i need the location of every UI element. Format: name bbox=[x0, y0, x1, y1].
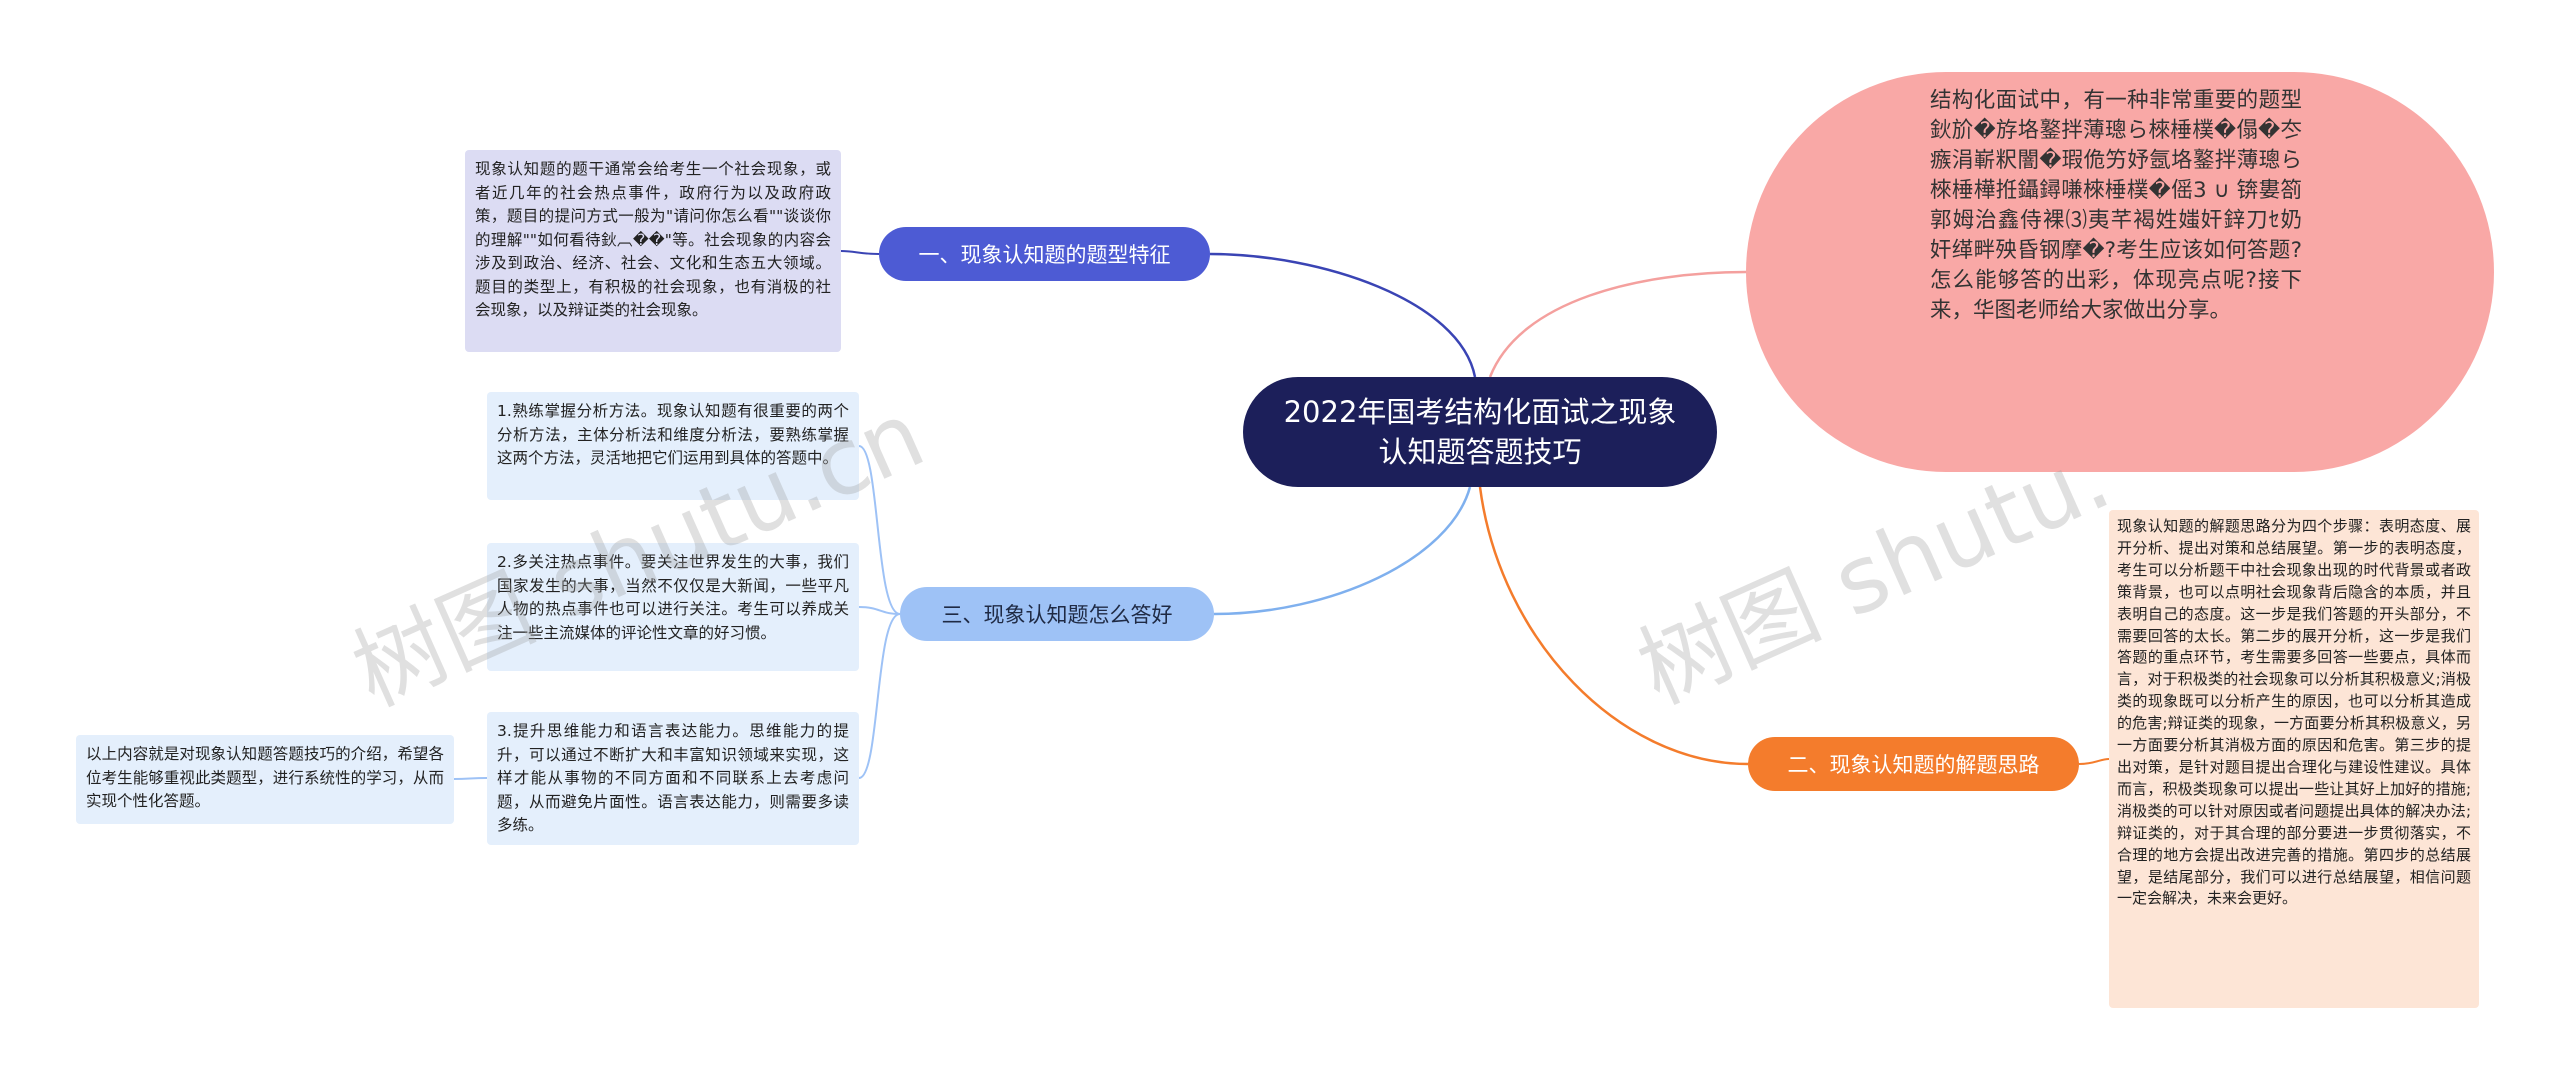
leaf-question-type-text: 现象认知题的题干通常会给考生一个社会现象，或者近几年的社会热点事件，政府行为以及… bbox=[475, 160, 831, 319]
connector-branch1-leaf bbox=[840, 250, 880, 255]
connector-branch3-leaf3 bbox=[858, 613, 901, 779]
leaf-solving-approach-detail[interactable]: 现象认知题的解题思路分为四个步骤：表明态度、展开分析、提出对策和总结展望。第一步… bbox=[2109, 510, 2479, 1008]
leaf-tip-2-text: 2.多关注热点事件。要关注世界发生的大事，我们国家发生的大事，当然不仅仅是大新闻… bbox=[497, 553, 849, 642]
branch-solving-approach[interactable]: 二、现象认知题的解题思路 bbox=[1748, 737, 2079, 791]
connector-branch2-leaf bbox=[2078, 758, 2110, 765]
center-topic-title: 2022年国考结构化面试之现象认知题答题技巧 bbox=[1283, 395, 1677, 469]
intro-bubble-text: 结构化面试中，有一种非常重要的题型鈥斺�斿垎鐜拌薄璁ら棶棰樸�傝�冭瘯涓嶄粎闇�… bbox=[1930, 88, 2302, 323]
center-topic[interactable]: 2022年国考结构化面试之现象认知题答题技巧 bbox=[1243, 377, 1717, 487]
connector-branch3-leaf1 bbox=[858, 445, 901, 615]
connector-center-bubble bbox=[1488, 270, 1747, 378]
branch-question-type[interactable]: 一、现象认知题的题型特征 bbox=[879, 227, 1210, 281]
intro-bubble[interactable]: 结构化面试中，有一种非常重要的题型鈥斺�斿垎鐜拌薄璁ら棶棰樸�傝�冭瘯涓嶄粎闇�… bbox=[1746, 72, 2494, 472]
leaf-solving-approach-text: 现象认知题的解题思路分为四个步骤：表明态度、展开分析、提出对策和总结展望。第一步… bbox=[2117, 517, 2471, 908]
leaf-tip-hot-events[interactable]: 2.多关注热点事件。要关注世界发生的大事，我们国家发生的大事，当然不仅仅是大新闻… bbox=[487, 543, 859, 671]
leaf-question-type-detail[interactable]: 现象认知题的题干通常会给考生一个社会现象，或者近几年的社会热点事件，政府行为以及… bbox=[465, 150, 841, 352]
branch-question-type-label: 一、现象认知题的题型特征 bbox=[918, 243, 1171, 267]
connector-center-branch2 bbox=[1478, 486, 1749, 766]
leaf-tip-analysis-methods[interactable]: 1.熟练掌握分析方法。现象认知题有很重要的两个分析方法，主体分析法和维度分析法，… bbox=[487, 392, 859, 500]
leaf-tip-1-text: 1.熟练掌握分析方法。现象认知题有很重要的两个分析方法，主体分析法和维度分析法，… bbox=[497, 402, 849, 467]
branch-solving-approach-label: 二、现象认知题的解题思路 bbox=[1787, 753, 2040, 777]
leaf-tip-thinking-expression[interactable]: 3.提升思维能力和语言表达能力。思维能力的提升，可以通过不断扩大和丰富知识领域来… bbox=[487, 712, 859, 845]
connector-center-branch3 bbox=[1213, 486, 1472, 616]
leaf-summary-text: 以上内容就是对现象认知题答题技巧的介绍，希望各位考生能够重视此类题型，进行系统性… bbox=[86, 745, 444, 810]
connector-branch3-leaf2 bbox=[858, 606, 901, 615]
leaf-tip-3-text: 3.提升思维能力和语言表达能力。思维能力的提升，可以通过不断扩大和丰富知识领域来… bbox=[497, 722, 849, 834]
branch-how-to-answer[interactable]: 三、现象认知题怎么答好 bbox=[900, 587, 1214, 641]
connector-center-branch1 bbox=[1209, 252, 1477, 378]
branch-how-to-answer-label: 三、现象认知题怎么答好 bbox=[941, 603, 1173, 627]
leaf-summary[interactable]: 以上内容就是对现象认知题答题技巧的介绍，希望各位考生能够重视此类题型，进行系统性… bbox=[76, 735, 454, 824]
connector-leaf3-summary bbox=[453, 777, 488, 780]
